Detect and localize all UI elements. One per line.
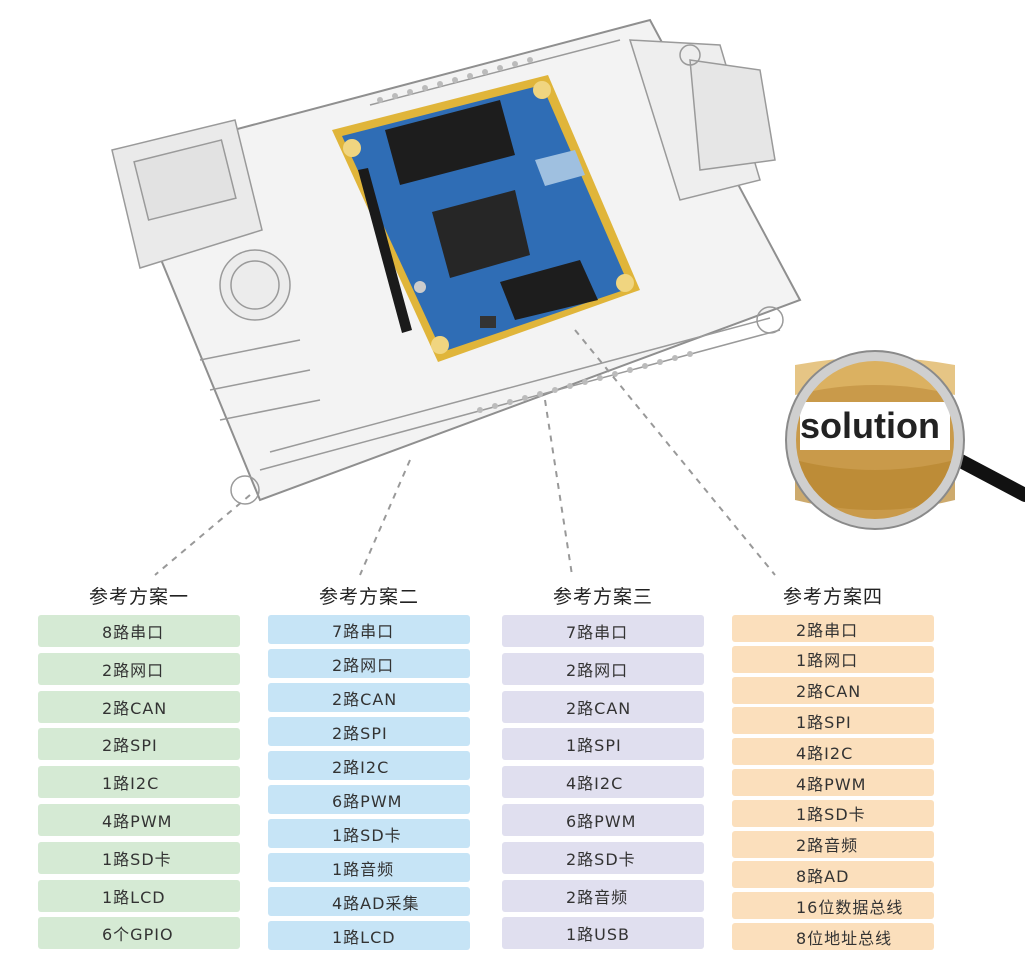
lens-label: solution	[800, 405, 940, 446]
feature-item: 2路串口	[732, 615, 934, 642]
feature-item: 2路网口	[268, 649, 470, 678]
feature-item: 7路串口	[268, 615, 470, 644]
pin-header-top	[377, 57, 533, 103]
feature-item: 6路PWM	[502, 804, 704, 836]
feature-item: 2路音频	[732, 830, 934, 858]
board-illustration: solution	[111, 18, 1025, 576]
feature-item: 1路SD卡	[732, 799, 934, 827]
feature-item: 1路SD卡	[268, 819, 470, 848]
feature-item: 2路SPI	[38, 728, 240, 761]
core-module	[332, 75, 640, 362]
scheme-title: 参考方案四	[782, 586, 883, 608]
feature-item: 1路音频	[268, 853, 470, 882]
feature-item: 8位地址总线	[732, 923, 934, 950]
feature-item: 2路SD卡	[502, 841, 704, 874]
feature-item: 1路SPI	[502, 728, 704, 761]
leader-lines	[154, 329, 776, 576]
feature-item: 2路音频	[502, 879, 704, 912]
feature-item: 2路CAN	[268, 683, 470, 712]
feature-item: 7路串口	[502, 615, 704, 647]
scheme-title: 参考方案三	[552, 586, 653, 608]
feature-item: 4路I2C	[502, 766, 704, 799]
feature-item: 6个GPIO	[38, 917, 240, 950]
feature-item: 2路CAN	[502, 690, 704, 723]
feature-item: 2路SPI	[268, 717, 470, 746]
feature-item: 1路I2C	[38, 766, 240, 799]
feature-item: 1路SD卡	[38, 841, 240, 874]
pin-header-bottom	[477, 351, 693, 413]
feature-item: 1路LCD	[268, 921, 470, 950]
scheme-title: 参考方案一	[88, 586, 189, 608]
feature-item: 8路AD	[732, 861, 934, 889]
feature-item: 4路I2C	[732, 738, 934, 766]
feature-item: 2路CAN	[38, 690, 240, 723]
feature-item: 4路PWM	[38, 804, 240, 836]
feature-item: 2路CAN	[732, 676, 934, 704]
feature-item: 1路USB	[502, 917, 704, 950]
memory-chip-top	[385, 100, 515, 185]
feature-item: 16位数据总线	[732, 892, 934, 920]
feature-item: 2路I2C	[268, 751, 470, 780]
magnifier-icon: solution	[785, 350, 1025, 530]
memory-chip-bottom	[500, 260, 598, 320]
processor-chip	[432, 190, 530, 278]
feature-item: 4路AD采集	[268, 887, 470, 916]
feature-item: 4路PWM	[732, 769, 934, 796]
feature-item: 1路网口	[732, 645, 934, 673]
feature-item: 2路网口	[502, 652, 704, 685]
feature-item: 1路LCD	[38, 879, 240, 912]
feature-item: 6路PWM	[268, 785, 470, 814]
feature-item: 2路网口	[38, 652, 240, 685]
feature-item: 1路SPI	[732, 707, 934, 735]
scheme-title: 参考方案二	[318, 586, 419, 608]
feature-item: 8路串口	[38, 615, 240, 647]
